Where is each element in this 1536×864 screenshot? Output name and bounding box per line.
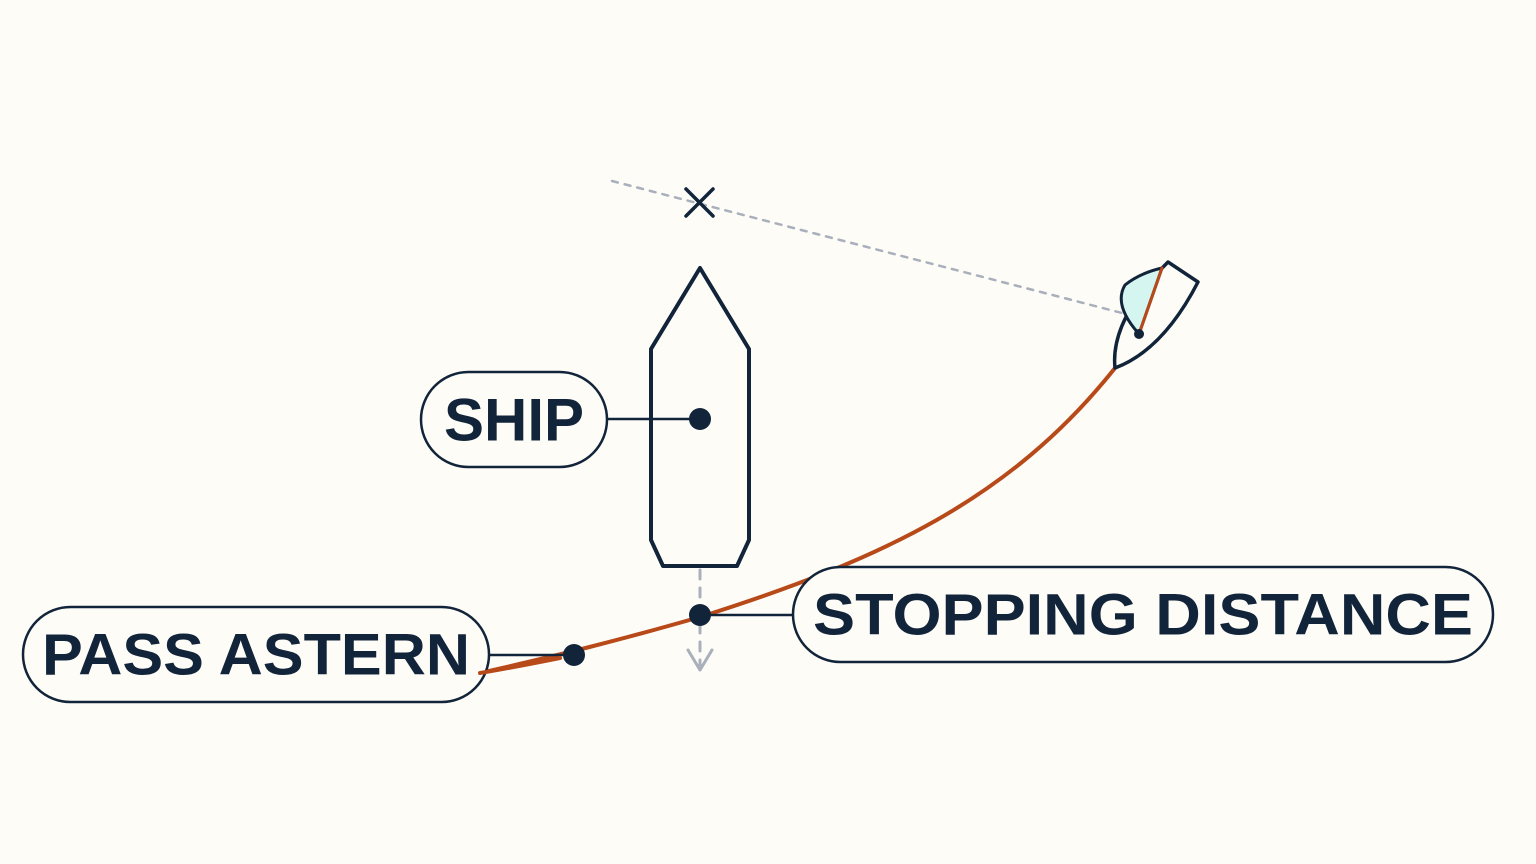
ship-label: SHIP: [444, 387, 584, 454]
stopping-distance-label-pill: [791, 565, 1495, 664]
ship-label-pill: [419, 370, 609, 469]
sailboat-mast-dot: [1134, 329, 1144, 339]
sailboat-hull: [1112, 260, 1200, 370]
sailboat-track-tail: [478, 656, 562, 675]
sailboat-boom: [1137, 266, 1164, 336]
bearing-line: [610, 179, 1124, 315]
x-mark-icon: [684, 187, 715, 218]
sailboat-sail: [1119, 266, 1164, 336]
stopping-distance-callout: STOPPING DISTANCE: [689, 565, 1495, 664]
pass-astern-callout: PASS ASTERN: [21, 605, 585, 704]
ship-center-dot: [689, 408, 711, 430]
pass-astern-label-pill: [21, 605, 491, 704]
dashed-arrow-down-icon: [686, 568, 714, 672]
pass-astern-dot: [563, 644, 585, 666]
pass-astern-label: PASS ASTERN: [42, 623, 470, 688]
ship-callout: SHIP: [419, 370, 711, 469]
stopping-distance-label: STOPPING DISTANCE: [813, 583, 1473, 648]
sailboat-icon: [1112, 260, 1200, 370]
